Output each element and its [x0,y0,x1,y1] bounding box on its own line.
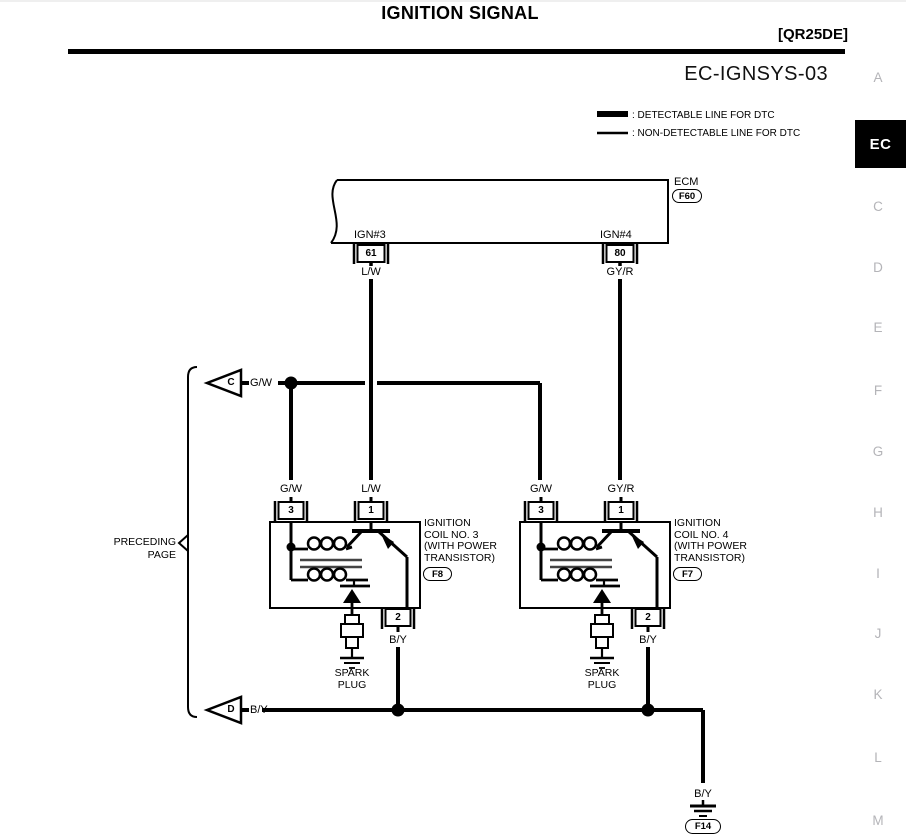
ecm-connector-badge: F60 [672,189,702,203]
coil3-pin1-wire: L/W [361,483,381,495]
side-tab-a[interactable]: A [873,70,883,85]
engine-code: [QR25DE] [777,26,848,43]
coil4-pin1-wire: GY/R [607,483,635,495]
wire-label-lw: L/W [361,266,381,278]
wire-label-gyr: GY/R [606,266,634,278]
side-tab-i[interactable]: I [876,566,880,581]
coil4-connector-badge: F7 [673,567,702,581]
branch-by [241,708,705,783]
coil4-spark-l1: SPARK [584,667,620,679]
terminal-61: 61 [365,248,377,259]
ignition-coil-symbol [269,497,421,669]
ecm-torn-edge [330,179,338,244]
coil3-pin1: 1 [368,505,374,516]
side-tab-h[interactable]: H [873,505,883,520]
junction-dot-gw [284,376,298,390]
coil3-pin3: 3 [288,505,294,516]
ecm-box [330,179,669,244]
junction-dot-by-2 [641,703,655,717]
coil3-spark-l1: SPARK [334,667,370,679]
coil3-pin3-wire: G/W [280,483,302,495]
page-title: IGNITION SIGNAL [381,3,539,23]
preceding-page-line2: PAGE [147,549,176,561]
ground-symbol-f14 [690,800,716,817]
side-tab-c[interactable]: C [873,199,883,214]
terminal-80: 80 [614,248,626,259]
triangle-d-letter: D [227,704,235,715]
coil4-name-l1: IGNITION [674,517,721,529]
ecm-pin-80 [601,244,639,266]
coil3-name-l3: (WITH POWER [424,540,497,552]
ecm-pin-61 [352,244,390,266]
page-top-edge [0,0,906,2]
coil3-name-l2: COIL NO. 3 [424,528,479,541]
coil4-pin3: 3 [538,505,544,516]
coil3-pin2: 2 [395,612,401,623]
coil3-name: IGNITION COIL NO. 3 (WITH POWER TRANSIST… [424,517,497,564]
coil4-pin2-wire: B/Y [639,634,657,646]
branch-c-wire-label: G/W [250,377,272,389]
side-tab-ec-active[interactable]: EC [855,120,906,168]
side-tab-j[interactable]: J [874,626,882,641]
coil4-pin3-wire: G/W [530,483,552,495]
side-tab-m[interactable]: M [872,813,884,828]
side-tab-d[interactable]: D [873,260,883,275]
legend-non-detectable-label: : NON-DETECTABLE LINE FOR DTC [632,128,801,139]
coil4-name: IGNITION COIL NO. 4 (WITH POWER TRANSIST… [674,517,747,564]
ground-wire-label: B/Y [694,788,712,800]
coil3-spark-l2: PLUG [337,679,367,691]
header-rule [68,49,845,54]
branch-d-wire-label: B/Y [250,704,268,716]
coil3-pin2-wire: B/Y [389,634,407,646]
junction-dot-by-1 [391,703,405,717]
preceding-page-bracket [177,366,198,718]
coil3-name-l1: IGNITION [424,517,471,529]
coil4-name-l2: COIL NO. 4 [674,528,729,541]
side-tab-f[interactable]: F [873,383,883,398]
diagram-code: EC-IGNSYS-03 [684,63,828,85]
coil3-connector-badge: F8 [423,567,452,581]
ecm-ign4-label: IGN#4 [600,229,632,241]
side-tab-l[interactable]: L [874,750,882,765]
coil4-pin2: 2 [645,612,651,623]
coil4-spark-l2: PLUG [587,679,617,691]
ecm-ign3-label: IGN#3 [354,229,386,241]
connector-triangle-c[interactable] [203,368,243,398]
ground-connector-badge: F14 [685,819,721,834]
branch-gw [241,381,542,480]
legend-detectable-swatch [597,111,628,117]
preceding-page-line1: PRECEDING [113,536,176,548]
side-tab-e[interactable]: E [873,320,883,335]
coil4-name-l4: TRANSISTOR) [674,551,745,564]
ecm-label: ECM [674,176,699,188]
coil3-name-l4: TRANSISTOR) [424,551,495,564]
coil4-pin1: 1 [618,505,624,516]
triangle-c-letter: C [227,377,235,388]
connector-triangle-d[interactable] [203,695,243,725]
coil4-name-l3: (WITH POWER [674,540,747,552]
legend-detectable-label: : DETECTABLE LINE FOR DTC [632,110,775,121]
side-tab-k[interactable]: K [873,687,883,702]
side-tab-g[interactable]: G [872,444,884,459]
